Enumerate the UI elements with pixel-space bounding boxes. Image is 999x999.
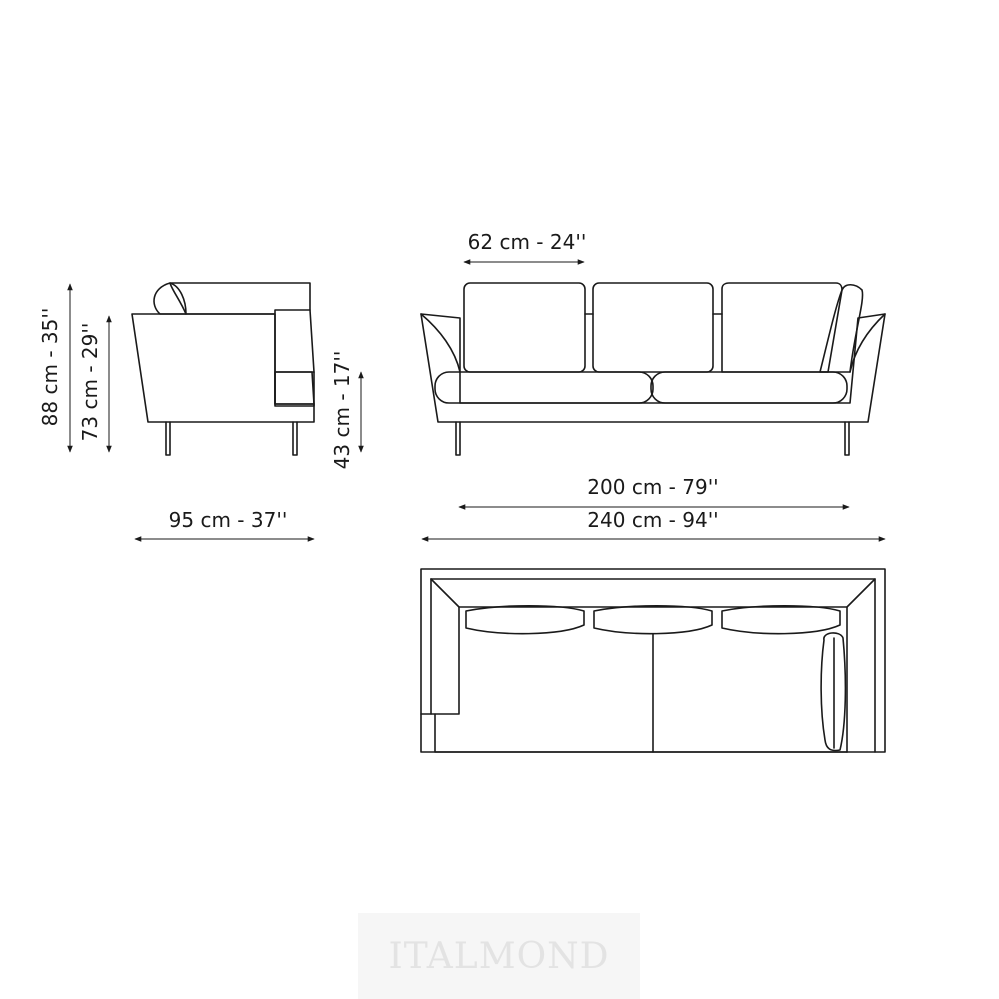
front-back-cushion-1 bbox=[463, 282, 586, 373]
top-left-arm bbox=[420, 578, 460, 715]
front-leg-right bbox=[844, 421, 850, 456]
front-leg-left bbox=[455, 421, 461, 456]
side-back-roll bbox=[153, 282, 187, 315]
label-total-height: 88 cm - 35'' bbox=[38, 308, 62, 427]
watermark-text: ITALMOND bbox=[388, 935, 610, 977]
front-frame bbox=[420, 313, 886, 423]
label-arm-height: 73 cm - 29'' bbox=[78, 323, 102, 442]
front-bolster bbox=[819, 283, 864, 373]
dimension-lines bbox=[67, 259, 886, 542]
front-back-cushion-2 bbox=[592, 282, 714, 373]
label-cushion-width: 62 cm - 24'' bbox=[468, 230, 587, 254]
top-pillow-3 bbox=[721, 604, 841, 635]
side-back-cushion bbox=[169, 282, 315, 407]
top-bolster bbox=[820, 632, 847, 752]
label-seat-width: 200 cm - 79'' bbox=[587, 475, 718, 499]
top-pillow-1 bbox=[465, 604, 585, 635]
top-back-line bbox=[458, 578, 876, 608]
side-seat-cushion bbox=[274, 371, 315, 405]
front-seat-cushion-2 bbox=[650, 371, 848, 404]
front-right-arm-curve bbox=[849, 313, 886, 373]
dimension-labels: 62 cm - 24'' 200 cm - 79'' 240 cm - 94''… bbox=[38, 230, 719, 532]
watermark: ITALMOND bbox=[358, 913, 640, 999]
front-seat-cushion-1 bbox=[434, 371, 654, 404]
label-seat-height: 43 cm - 17'' bbox=[330, 351, 354, 470]
top-pillow-2 bbox=[593, 604, 713, 635]
side-leg-front bbox=[165, 421, 171, 456]
front-view bbox=[420, 282, 886, 456]
front-left-arm-curve bbox=[420, 313, 461, 373]
side-leg-back bbox=[292, 421, 298, 456]
label-total-width: 240 cm - 94'' bbox=[587, 508, 718, 532]
top-seat-area bbox=[434, 713, 848, 753]
top-view bbox=[420, 568, 886, 753]
side-view bbox=[131, 282, 315, 456]
side-back-panel bbox=[309, 309, 315, 373]
label-depth: 95 cm - 37'' bbox=[169, 508, 288, 532]
